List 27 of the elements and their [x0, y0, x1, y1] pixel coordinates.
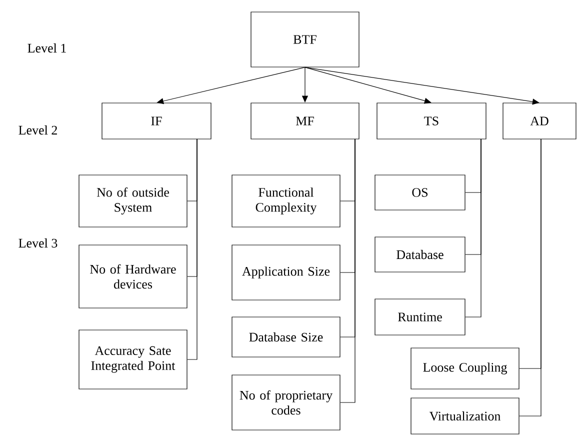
box: No of Hardware devices	[78, 244, 188, 308]
arrow	[304, 67, 432, 104]
box: Database Size	[232, 316, 340, 358]
box: No of proprietary codes	[232, 374, 340, 430]
connector-line	[519, 138, 542, 416]
box: Functional Complexity	[232, 174, 340, 228]
box: TS	[376, 102, 486, 140]
box: Loose Coupling	[410, 348, 520, 390]
box: Virtualization	[410, 398, 520, 434]
box: OS	[374, 174, 466, 210]
box: No of outside System	[78, 174, 188, 228]
level-label: Level 3	[18, 238, 58, 248]
box: IF	[102, 102, 212, 140]
box: Runtime	[374, 298, 466, 336]
connector-line	[187, 138, 198, 360]
box: BTF	[250, 12, 360, 68]
arrow	[156, 67, 306, 104]
box: Application Size	[232, 244, 340, 300]
box: Accuracy Sate Integrated Point	[78, 330, 188, 390]
box: Database	[374, 236, 466, 272]
level-label: Level 1	[28, 43, 66, 53]
level-label: Level 2	[18, 125, 57, 135]
box: AD	[502, 102, 576, 140]
connector-line	[465, 138, 482, 318]
arrow	[304, 67, 540, 105]
box: MF	[250, 102, 360, 140]
connector-line	[340, 138, 356, 403]
